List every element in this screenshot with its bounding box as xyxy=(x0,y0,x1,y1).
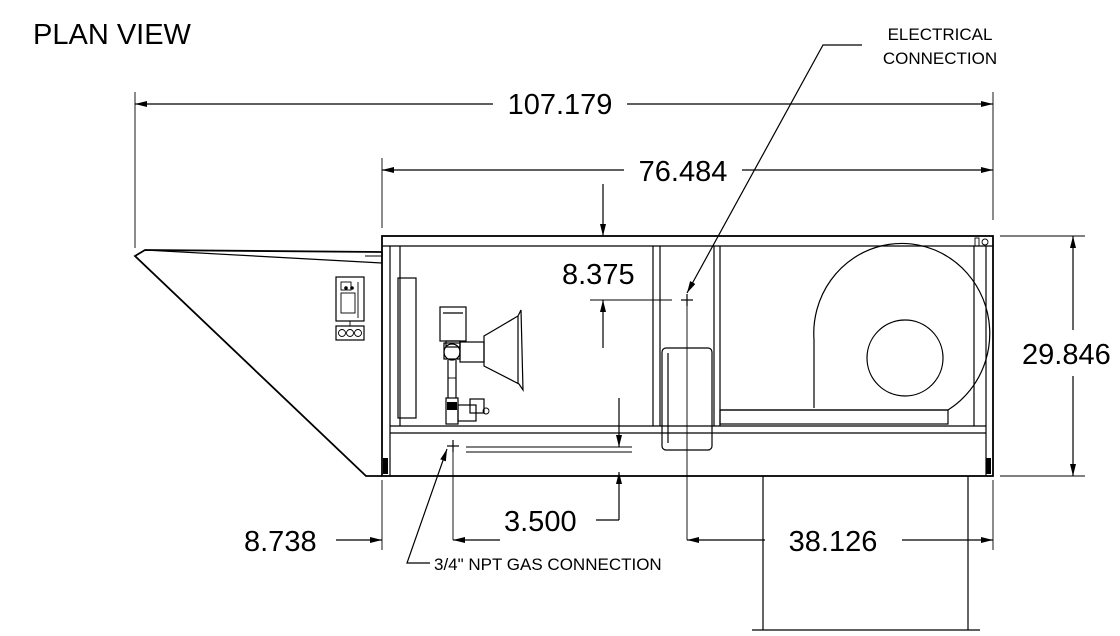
dim-depth xyxy=(1000,235,1085,477)
electrical-callout-line2: CONNECTION xyxy=(883,49,997,68)
electrical-leader xyxy=(686,44,862,294)
support-stand xyxy=(752,476,980,631)
burner-assembly xyxy=(397,277,524,425)
dim-left-offset-label: 8.738 xyxy=(244,526,317,558)
dim-overall-length xyxy=(134,92,994,248)
dim-gas-offset-label: 3.500 xyxy=(504,506,577,538)
gas-connection-marker xyxy=(447,440,500,543)
electrical-connection-marker xyxy=(681,294,693,540)
dim-left-offset xyxy=(336,480,383,550)
dim-cabinet-length xyxy=(381,158,993,228)
gas-callout: 3/4" NPT GAS CONNECTION xyxy=(434,555,662,574)
dim-electrical-to-end xyxy=(687,480,994,550)
dim-electrical-to-end-label: 38.126 xyxy=(789,526,878,558)
dim-electrical-offset xyxy=(590,184,672,348)
dim-cabinet-length-label: 76.484 xyxy=(639,156,728,188)
dim-electrical-offset-label: 8.375 xyxy=(562,259,635,291)
dim-gas-offset xyxy=(466,398,632,521)
blower-assembly xyxy=(719,242,991,425)
page-title: PLAN VIEW xyxy=(33,19,192,51)
unit-cabinet xyxy=(381,235,994,477)
dim-overall-length-label: 107.179 xyxy=(508,89,613,121)
dim-depth-label: 29.846 xyxy=(1022,339,1111,371)
access-door xyxy=(133,249,383,477)
gas-leader xyxy=(406,448,448,564)
electrical-callout-line1: ELECTRICAL xyxy=(888,25,993,44)
control-module xyxy=(335,276,365,341)
